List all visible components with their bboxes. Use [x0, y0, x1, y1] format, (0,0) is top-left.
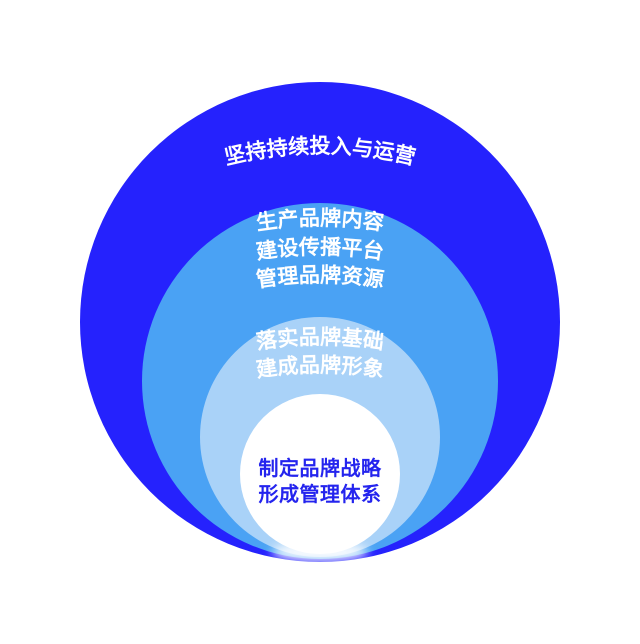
ring-core-circle [240, 394, 400, 554]
ring-core-label-line2: 形成管理体系 [259, 482, 382, 506]
ring-core-label-line1: 制定品牌战略 [259, 456, 382, 480]
